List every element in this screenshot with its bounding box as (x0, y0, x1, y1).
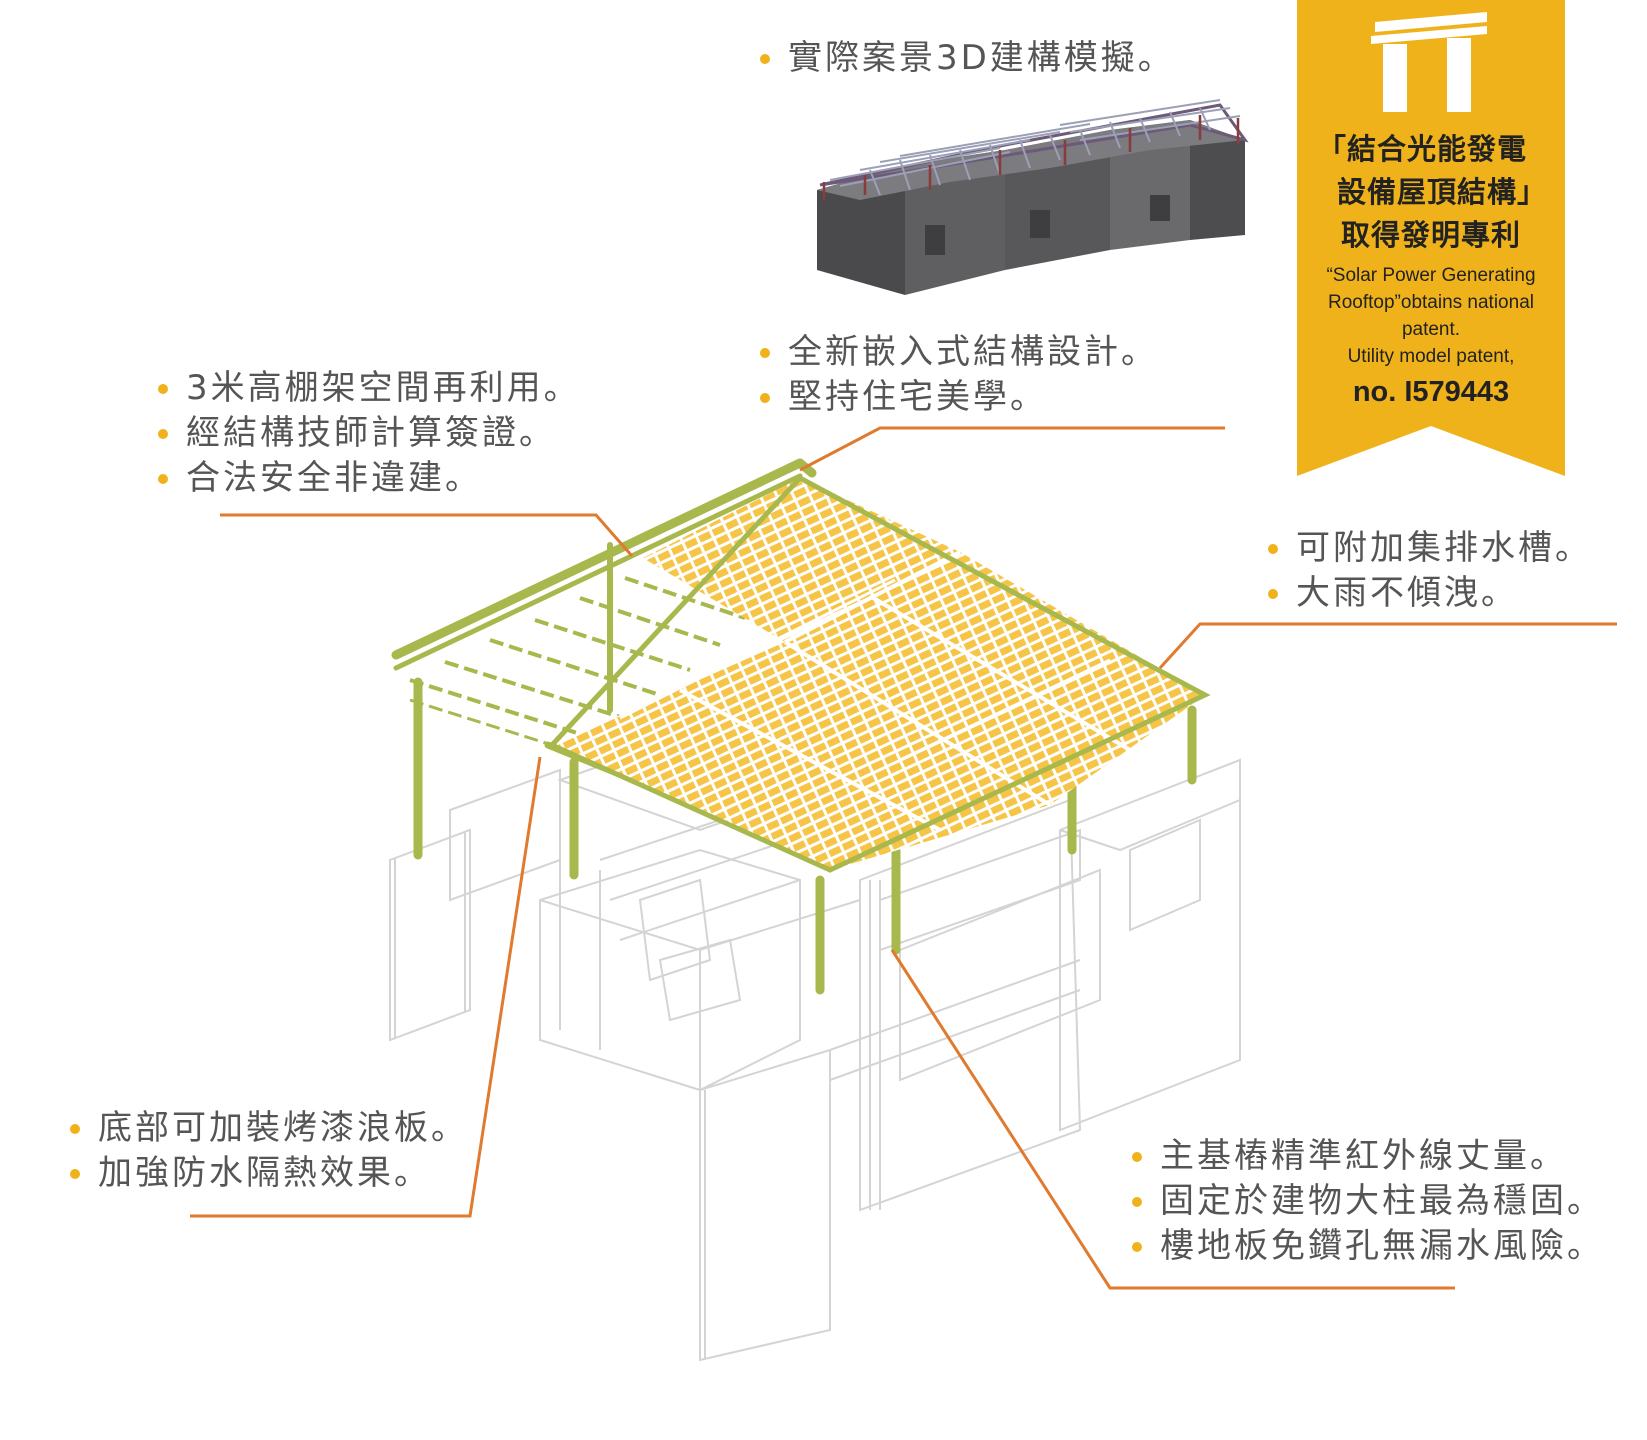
patent-english-line: Utility model patent, (1347, 346, 1515, 367)
patent-english-line: patent. (1401, 319, 1461, 340)
patent-ribbon: 「結合光能發電 設備屋頂結構」 取得發明專利 “Solar Power Gene… (1297, 0, 1565, 476)
callout-drainage: 可附加集排水槽。 大雨不傾洩。 (1268, 526, 1592, 616)
callout-line: 堅持住宅美學。 (760, 375, 1158, 420)
callout-line: 主基樁精準紅外線丈量。 (1132, 1134, 1604, 1179)
callout-underside: 底部可加裝烤漆浪板。 加強防水隔熱效果。 (70, 1106, 468, 1196)
callout-line: 樓地板免鑽孔無漏水風險。 (1132, 1224, 1604, 1269)
callout-line: 實際案景3D建構模擬。 (760, 36, 1175, 81)
callout-line: 底部可加裝烤漆浪板。 (70, 1106, 468, 1151)
patent-title-line: 取得發明專利 (1340, 218, 1521, 252)
callout-line: 大雨不傾洩。 (1268, 571, 1592, 616)
callout-line: 全新嵌入式結構設計。 (760, 330, 1158, 375)
callout-line: 可附加集排水槽。 (1268, 526, 1592, 571)
existing-building-ghost (389, 708, 1241, 1362)
patent-english: “Solar Power Generating Rooftop”obtains … (1297, 262, 1565, 370)
patent-english-line: Rooftop”obtains national (1328, 292, 1534, 313)
building-3d-model (817, 99, 1249, 295)
callout-shed-reuse: 3米高棚架空間再利用。 經結構技師計算簽證。 合法安全非違建。 (158, 366, 581, 501)
callout-line: 固定於建物大柱最為穩固。 (1132, 1179, 1604, 1224)
callout-simulation: 實際案景3D建構模擬。 (760, 36, 1175, 81)
leader-lines (190, 426, 1617, 1290)
patent-title-line: 「結合光能發電 (1317, 132, 1528, 166)
callout-foundation: 主基樁精準紅外線丈量。 固定於建物大柱最為穩固。 樓地板免鑽孔無漏水風險。 (1132, 1134, 1604, 1269)
patent-title-line: 設備屋頂結構」 (1337, 175, 1548, 209)
callout-line: 經結構技師計算簽證。 (158, 411, 581, 456)
solar-panel-array (547, 474, 1211, 873)
patent-english-line: “Solar Power Generating (1326, 265, 1536, 286)
callout-embedded-design: 全新嵌入式結構設計。 堅持住宅美學。 (760, 330, 1158, 420)
gate-pillar-icon (1371, 12, 1487, 112)
patent-number: no. I579443 (1352, 376, 1510, 408)
callout-line: 合法安全非違建。 (158, 456, 581, 501)
callout-line: 3米高棚架空間再利用。 (158, 366, 581, 411)
patent-title: 「結合光能發電 設備屋頂結構」 取得發明專利 (1297, 128, 1565, 257)
ribbon-shape (1297, 0, 1565, 476)
callout-line: 加強防水隔熱效果。 (70, 1151, 468, 1196)
